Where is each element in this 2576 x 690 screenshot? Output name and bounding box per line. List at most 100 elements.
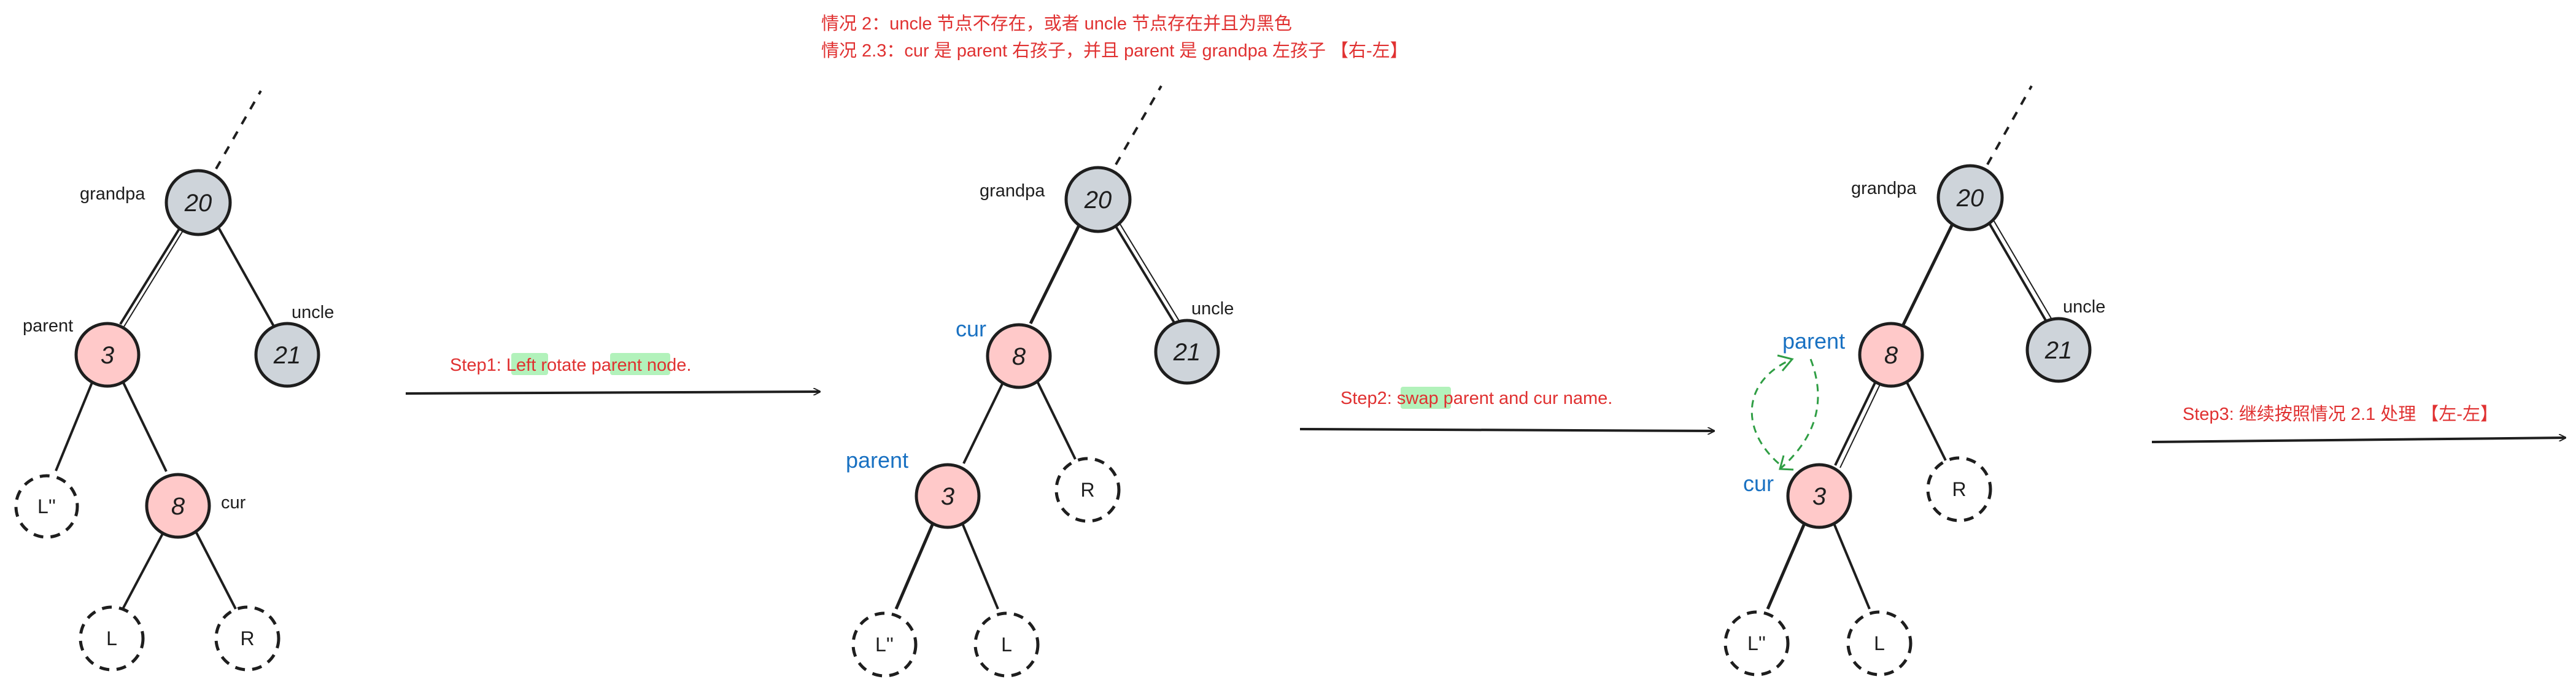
case-title: 情况 2：uncle 节点不存在，或者 uncle 节点存在并且为黑色 [821, 14, 1292, 34]
tree-initial: 20 21 3 8 L'' L R grandpa uncle parent c… [14, 90, 334, 672]
edge-grandpa-uncle [1111, 219, 1176, 325]
edge-cur-parent [962, 374, 1008, 464]
case-subtitle: 情况 2.3：cur 是 parent 右孩子，并且 parent 是 gran… [821, 41, 1408, 61]
node-cur [145, 473, 211, 539]
nil-node-l2 [851, 611, 918, 678]
edge-grandpa-uncle [214, 220, 276, 328]
node-grandpa [1064, 166, 1132, 233]
nil-node-l [1846, 610, 1913, 676]
highlight-swap [1401, 387, 1451, 409]
edge-parent-cur [1834, 376, 1879, 466]
node-uncle [2025, 317, 2092, 383]
label-uncle: uncle [1191, 299, 1234, 319]
nil-node-l2-value: L'' [875, 634, 894, 656]
swap-arrow-up [1750, 358, 1793, 465]
nil-node-r-value: R [1080, 479, 1094, 501]
step1-label: Step1: Left rotate parent node. [450, 355, 691, 375]
node-uncle-value: 21 [273, 342, 301, 369]
label-grandpa: grandpa [1851, 179, 1917, 198]
node-cur [986, 323, 1052, 389]
edge-parent-cur [118, 374, 168, 472]
nil-node-l2-value: L'' [37, 495, 56, 518]
edge-root-upper [215, 90, 262, 169]
nil-node-r-value: R [1952, 478, 1966, 500]
edge-grandpa-parent [1900, 217, 1957, 330]
label-cur: cur [221, 493, 246, 513]
highlight-left [511, 353, 548, 375]
step2-arrow [1299, 429, 1714, 431]
step3-arrow [2151, 438, 2566, 443]
nil-node-l-value: L [106, 627, 117, 649]
label-uncle: uncle [2063, 297, 2105, 317]
step1-arrow [405, 392, 820, 393]
edge-root-upper [1115, 85, 1162, 166]
swap-arrow-down-head [1779, 455, 1794, 471]
swap-arrow-up-head [1777, 354, 1794, 371]
node-uncle-value: 21 [2044, 337, 2073, 364]
node-parent [74, 322, 141, 388]
edge-parent-cur-2 [1839, 378, 1884, 468]
node-grandpa [164, 169, 232, 236]
edge-grandpa-uncle-2 [1116, 219, 1180, 322]
nil-node-l2-value: L'' [1747, 632, 1766, 654]
edge-parent-l2 [894, 520, 936, 610]
edge-grandpa-parent [119, 220, 185, 325]
edge-cur-l [1831, 520, 1871, 610]
nil-node-l-value: L [1874, 632, 1885, 654]
node-parent-value: 3 [101, 342, 114, 369]
swap-arrow-down [1779, 359, 1819, 470]
node-uncle [254, 322, 320, 388]
edge-grandpa-uncle-2 [1990, 215, 2053, 321]
tree-after-left-rotate: 20 21 8 3 R L'' L grandpa uncle cur pare… [846, 85, 1234, 678]
step3-annotation: Step3: 继续按照情况 2.1 处理 【左-左】 [2151, 404, 2566, 443]
edge-parent-r [1903, 376, 1947, 461]
label-parent: parent [846, 448, 908, 473]
edge-grandpa-cur [1029, 219, 1083, 325]
step2-annotation: Step2: swap parent and cur name. [1299, 387, 1714, 431]
edge-grandpa-parent-2 [123, 222, 188, 327]
node-parent-value: 8 [1884, 342, 1898, 369]
edge-cur-r [193, 527, 237, 610]
edge-parent-l2 [55, 374, 96, 471]
edge-cur-l [122, 527, 167, 610]
nil-node-l2 [14, 474, 79, 539]
nil-node-l-value: L [1001, 634, 1012, 656]
node-uncle [1154, 319, 1220, 385]
node-grandpa-value: 20 [1084, 187, 1112, 214]
label-cur: cur [956, 316, 986, 341]
label-cur: cur [1743, 471, 1774, 496]
node-cur [1786, 463, 1852, 529]
node-parent [1858, 322, 1924, 388]
node-grandpa-value: 20 [184, 190, 212, 217]
step1-annotation: Step1: Left rotate parent node. [405, 353, 820, 393]
label-grandpa: grandpa [80, 184, 145, 204]
label-grandpa: grandpa [980, 181, 1045, 201]
edge-parent-l [960, 520, 999, 610]
node-grandpa-value: 20 [1956, 185, 1984, 212]
nil-node-l [79, 605, 145, 672]
step3-label: Step3: 继续按照情况 2.1 处理 【左-左】 [2183, 404, 2498, 424]
nil-node-r [1054, 457, 1121, 523]
nil-node-r-value: R [240, 627, 254, 649]
label-uncle: uncle [292, 303, 334, 322]
node-cur-value: 8 [1012, 343, 1026, 370]
node-parent [915, 463, 981, 529]
node-parent-value: 3 [941, 483, 954, 510]
nil-node-r [214, 605, 280, 672]
node-grandpa [1936, 164, 2004, 231]
highlight-parent [610, 353, 670, 375]
node-cur-value: 3 [1812, 483, 1826, 510]
step2-label: Step2: swap parent and cur name. [1340, 389, 1612, 408]
swap-arrows [1750, 354, 1819, 471]
edge-cur-l2 [1766, 520, 1808, 610]
edge-grandpa-uncle [1985, 217, 2049, 325]
tree-after-swap: 20 21 8 3 R L'' L grandpa uncle parent c… [1723, 85, 2105, 676]
node-cur-value: 8 [171, 493, 185, 520]
edge-cur-r [1033, 374, 1077, 460]
label-parent: parent [23, 316, 73, 336]
node-uncle-value: 21 [1173, 339, 1201, 366]
nil-node-l2 [1723, 610, 1790, 676]
label-parent: parent [1782, 328, 1845, 354]
nil-node-l [973, 611, 1040, 678]
